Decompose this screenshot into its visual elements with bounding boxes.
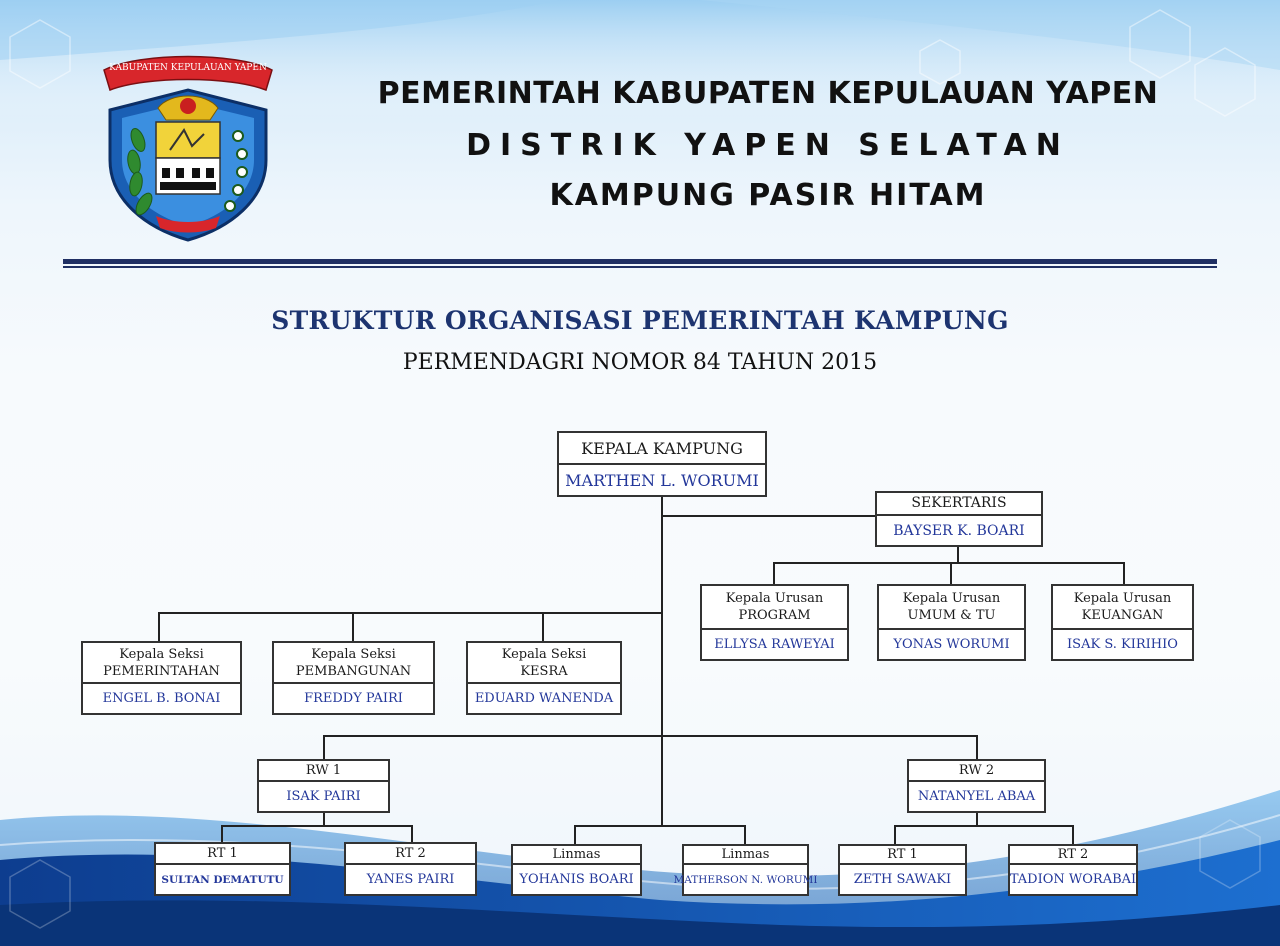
node-name: ZETH SAWAKI (853, 872, 952, 887)
node-role: RT 1 (840, 846, 965, 865)
node-linmas-2[interactable]: Linmas MATHERSON N. WORUMI (673, 844, 818, 896)
node-name: TADION WORABAI (1009, 872, 1137, 887)
node-sekretaris[interactable]: SEKERTARIS BAYSER K. BOARI (875, 491, 1043, 547)
node-role-line-1: Kepala Seksi (311, 646, 396, 662)
node-kepala-kampung[interactable]: KEPALA KAMPUNG MARTHEN L. WORUMI (557, 431, 767, 497)
node-name: EDUARD WANENDA (474, 691, 614, 706)
node-kaur-keuangan[interactable]: Kepala Urusan KEUANGAN ISAK S. KIRIHIO (1051, 584, 1194, 661)
node-role-line-1: Kepala Urusan (902, 591, 1001, 606)
header-divider-thick (63, 259, 1217, 264)
node-role-line-2: PEMBANGUNAN (295, 663, 412, 679)
node-name: YANES PAIRI (366, 872, 455, 887)
node-name: ISAK S. KIRIHIO (1067, 637, 1178, 652)
node-kaur-program[interactable]: Kepala Urusan PROGRAM ELLYSA RAWEYAI (700, 584, 849, 661)
header-village-name: KAMPUNG PASIR HITAM (549, 178, 987, 213)
chart-title: STRUKTUR ORGANISASI PEMERINTAH KAMPUNG (271, 306, 1009, 335)
node-kaur-umum[interactable]: Kepala Urusan UMUM & TU YONAS WORUMI (877, 584, 1026, 661)
node-role-line-1: Kepala Seksi (501, 646, 587, 662)
node-rt1-rw1[interactable]: RT 1 SULTAN DEMATUTU (154, 842, 291, 896)
node-rw1[interactable]: RW 1 ISAK PAIRI (257, 759, 390, 813)
node-name: ENGEL B. BONAI (102, 691, 221, 706)
node-role-line-1: Kepala Urusan (725, 591, 824, 606)
node-role: RT 2 (1010, 846, 1136, 865)
node-role: Linmas (513, 846, 640, 865)
node-name: ELLYSA RAWEYAI (714, 637, 835, 652)
node-name: FREDDY PAIRI (304, 691, 403, 706)
node-role-line-2: PEMERINTAHAN (103, 663, 220, 679)
node-kasi-pembangunan[interactable]: Kepala Seksi PEMBANGUNAN FREDDY PAIRI (272, 641, 435, 715)
node-rt2-rw1[interactable]: RT 2 YANES PAIRI (344, 842, 477, 896)
node-role-line-1: Kepala Urusan (1073, 591, 1172, 606)
node-role: Kepala Urusan KEUANGAN (1053, 586, 1192, 630)
node-name: SULTAN DEMATUTU (161, 873, 284, 886)
node-role: Kepala Seksi PEMERINTAHAN (83, 643, 240, 684)
node-role: RT 2 (346, 844, 475, 865)
header-government-name: PEMERINTAH KABUPATEN KEPULAUAN YAPEN (377, 76, 1159, 111)
node-name: ISAK PAIRI (286, 789, 361, 804)
node-linmas-1[interactable]: Linmas YOHANIS BOARI (511, 844, 642, 896)
node-role-line-2: KEUANGAN (1081, 608, 1164, 623)
header-district-name: DISTRIK YAPEN SELATAN (466, 128, 1070, 163)
node-name: MARTHEN L. WORUMI (565, 470, 759, 490)
node-rt2-rw2[interactable]: RT 2 TADION WORABAI (1008, 844, 1138, 896)
node-role-line-2: UMUM & TU (907, 608, 996, 623)
node-rw2[interactable]: RW 2 NATANYEL ABAA (907, 759, 1046, 813)
node-name: BAYSER K. BOARI (893, 522, 1025, 539)
node-name: YOHANIS BOARI (519, 872, 634, 887)
node-role: KEPALA KAMPUNG (559, 433, 765, 465)
node-role: SEKERTARIS (877, 493, 1041, 516)
node-rt1-rw2[interactable]: RT 1 ZETH SAWAKI (838, 844, 967, 896)
node-role: Linmas (684, 846, 807, 865)
coat-of-arms-icon: KABUPATEN KEPULAUAN YAPEN (103, 55, 273, 242)
logo-banner-text: KABUPATEN KEPULAUAN YAPEN (109, 63, 267, 73)
node-name: YONAS WORUMI (893, 637, 1010, 652)
node-name: NATANYEL ABAA (917, 789, 1036, 804)
node-role: Kepala Urusan UMUM & TU (879, 586, 1024, 630)
node-kasi-pemerintahan[interactable]: Kepala Seksi PEMERINTAHAN ENGEL B. BONAI (81, 641, 242, 715)
node-name: MATHERSON N. WORUMI (673, 873, 818, 886)
node-role-line-2: PROGRAM (738, 608, 811, 623)
node-kasi-kesra[interactable]: Kepala Seksi KESRA EDUARD WANENDA (466, 641, 622, 715)
header-divider-thin (63, 266, 1217, 268)
node-role-line-2: KESRA (520, 663, 568, 679)
node-role: Kepala Urusan PROGRAM (702, 586, 847, 630)
chart-subtitle: PERMENDAGRI NOMOR 84 TAHUN 2015 (402, 350, 878, 375)
node-role-line-1: Kepala Seksi (119, 646, 204, 662)
node-role: RT 1 (156, 844, 289, 865)
node-role: RW 2 (909, 761, 1044, 782)
node-role: Kepala Seksi PEMBANGUNAN (274, 643, 433, 684)
node-role: RW 1 (259, 761, 388, 782)
node-role: Kepala Seksi KESRA (468, 643, 620, 684)
